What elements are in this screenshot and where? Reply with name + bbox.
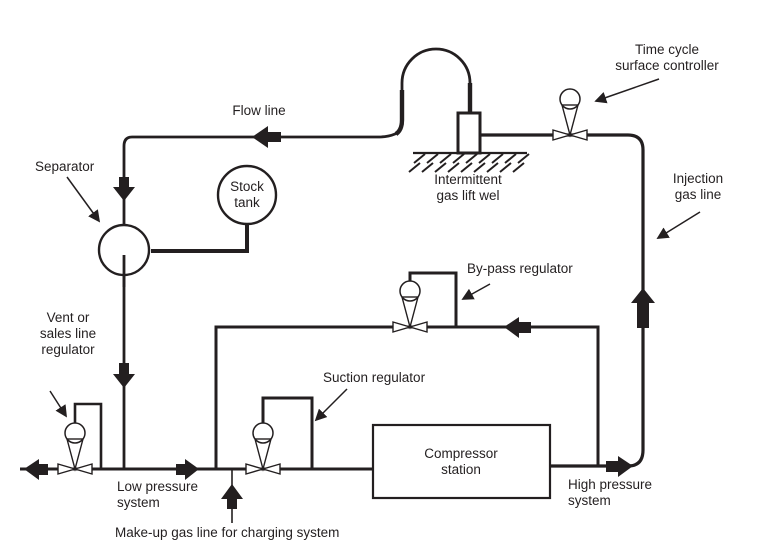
bypass-arrow-left bbox=[504, 317, 531, 338]
separator-pointer-arrow bbox=[66, 176, 101, 223]
time-cycle-label-line1: Time cycle bbox=[634, 42, 700, 57]
separator-label: Separator bbox=[35, 159, 95, 174]
makeup-arrow-up bbox=[221, 484, 243, 509]
high-pressure-arrow-right bbox=[606, 456, 633, 477]
gas-lift-well-label: Intermittent gas lift wel bbox=[434, 172, 502, 204]
suction-regulator-label: Suction regulator bbox=[323, 370, 426, 385]
bypass-regulator-valve bbox=[392, 280, 428, 333]
valve-bowtie-left bbox=[57, 463, 78, 475]
vent-label-line2: sales line bbox=[39, 326, 97, 341]
bypass-pointer-arrow bbox=[461, 283, 491, 300]
suction-regulator-pilot-loop bbox=[261, 396, 314, 469]
time-cycle-label-line2: surface controller bbox=[615, 58, 719, 73]
injection-pointer-arrow bbox=[656, 211, 701, 239]
high-pressure-system-label: High pressure system bbox=[568, 477, 652, 509]
stock-tank-label-line1: Stock bbox=[230, 179, 264, 194]
injection-label-line2: gas line bbox=[674, 187, 722, 202]
flow-line-label: Flow line bbox=[232, 103, 286, 118]
low-pressure-label-line2: system bbox=[117, 495, 160, 510]
valve-bowtie-right bbox=[567, 129, 588, 141]
injection-gas-line-label: Injection gas line bbox=[673, 171, 723, 203]
makeup-gas-line-label: Make-up gas line for charging system bbox=[115, 525, 340, 540]
bypass-regulator-label: By-pass regulator bbox=[467, 261, 573, 276]
low-pressure-system-label: Low pressure system bbox=[117, 479, 198, 511]
regulator-balloon bbox=[399, 280, 421, 302]
high-pressure-label-line1: High pressure bbox=[568, 477, 653, 492]
high-pressure-label-line2: system bbox=[568, 493, 611, 508]
compressor-station-box bbox=[371, 423, 552, 500]
compressor-label-line2: station bbox=[441, 462, 481, 477]
stock-tank-label: Stock tank bbox=[230, 179, 264, 211]
valve-bowtie-right bbox=[72, 463, 93, 475]
separator-drain-arrow-down bbox=[113, 363, 135, 388]
stock-tank-drain-pipe bbox=[151, 224, 249, 253]
vent-regulator-pilot-loop bbox=[73, 402, 103, 469]
vent-regulator-label: Vent or sales line regulator bbox=[40, 310, 96, 358]
suction-pointer-arrow bbox=[314, 388, 348, 422]
label-pointers bbox=[49, 78, 701, 422]
injection-arrow-up bbox=[631, 288, 655, 328]
separator-inlet-arrow-down bbox=[113, 177, 135, 201]
compressor-station-label: Compressor station bbox=[424, 446, 498, 478]
time-cycle-controller-valve bbox=[552, 88, 588, 141]
stock-tank-label-line2: tank bbox=[234, 195, 260, 210]
injection-label-line1: Injection bbox=[672, 171, 724, 186]
well-arch-left-leg bbox=[394, 90, 405, 136]
low-pressure-arrow-right bbox=[176, 459, 199, 480]
time-cycle-pointer-arrow bbox=[594, 78, 660, 104]
vent-regulator-valve bbox=[57, 422, 93, 475]
valve-bowtie-right bbox=[407, 321, 428, 333]
ground-hatching-row1 bbox=[413, 153, 530, 164]
flow-arrows bbox=[24, 126, 655, 509]
valve-bowtie-left bbox=[245, 463, 266, 475]
regulator-balloon bbox=[252, 422, 274, 444]
bypass-regulator-pilot-loop bbox=[408, 271, 458, 327]
time-cycle-controller-label: Time cycle surface controller bbox=[615, 42, 719, 74]
low-pressure-label-line1: Low pressure bbox=[117, 479, 199, 494]
suction-regulator-valve bbox=[245, 422, 281, 475]
ground-hatching-row2 bbox=[408, 162, 525, 173]
well-flowline-arch bbox=[400, 47, 472, 124]
well-label-line1: Intermittent bbox=[434, 172, 502, 187]
wellhead bbox=[456, 111, 482, 155]
well-label-line2: gas lift wel bbox=[436, 188, 500, 203]
valve-bowtie-right bbox=[260, 463, 281, 475]
injection-gas-pipe bbox=[480, 133, 645, 468]
regulator-balloon bbox=[64, 422, 86, 444]
vent-pointer-arrow bbox=[49, 390, 67, 418]
valve-bowtie-left bbox=[552, 129, 573, 141]
vent-outlet-arrow-left bbox=[24, 459, 48, 480]
vent-label-line3: regulator bbox=[41, 342, 95, 357]
flow-line-arrow-left bbox=[252, 126, 281, 148]
compressor-label-line1: Compressor bbox=[424, 446, 498, 461]
valve-bowtie-left bbox=[392, 321, 413, 333]
regulator-balloon bbox=[559, 88, 581, 110]
vent-label-line1: Vent or bbox=[46, 310, 90, 325]
